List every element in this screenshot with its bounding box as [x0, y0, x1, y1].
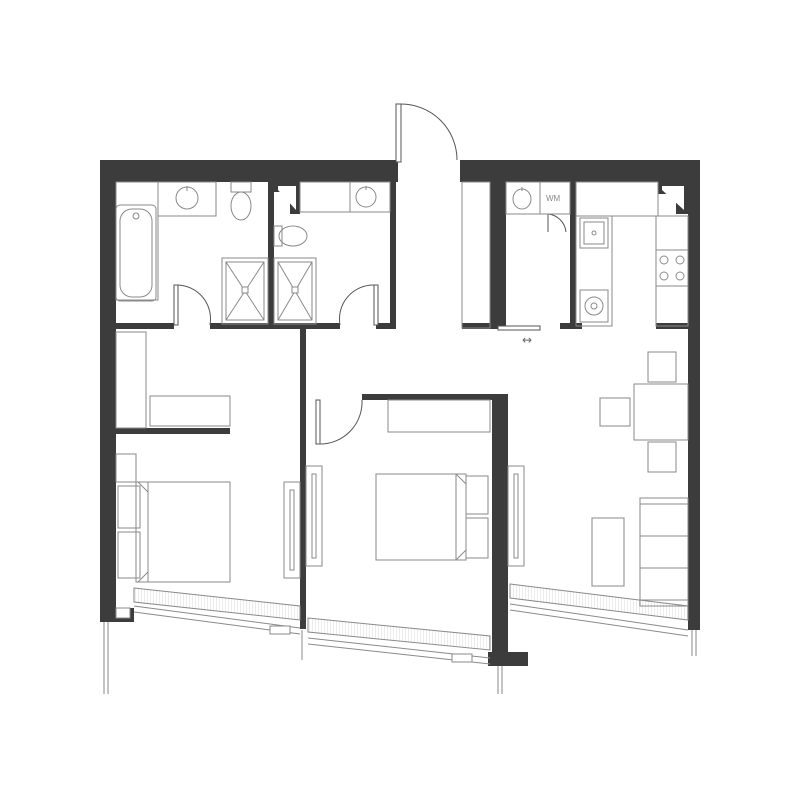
toilet-2-tank [273, 225, 283, 247]
bathroom-1 [115, 181, 269, 325]
pillow-1a [117, 485, 141, 529]
bed-1 [135, 481, 231, 583]
bathroom2-door [338, 284, 379, 326]
bath-bottom-wall-b [210, 323, 340, 329]
pillow-2a [465, 475, 489, 515]
kitchen-sink-icon [579, 217, 609, 249]
dishwasher [579, 289, 609, 323]
wardrobe-vertical [115, 331, 147, 429]
bedroom-1 [115, 331, 301, 583]
laundry-sink-icon [512, 188, 532, 210]
sofa [639, 497, 689, 607]
storage-bottom-wall-b [560, 323, 582, 329]
kitchen [575, 181, 689, 327]
storage-bottom-wall-a [462, 323, 498, 329]
wardrobe-wall [116, 428, 230, 434]
bed-2 [375, 473, 467, 561]
bath-bottom-wall-c [376, 323, 396, 329]
pillow-1b [117, 531, 141, 579]
toilet-2-icon [278, 225, 308, 247]
doors: ↔ [173, 103, 567, 445]
bedroom2-top-wall [362, 394, 508, 400]
bath-divider-wall [268, 182, 274, 328]
dining-table [633, 383, 689, 441]
tv-unit-2 [305, 465, 323, 567]
chair-top [647, 351, 677, 383]
bath-bottom-wall-a [116, 323, 174, 329]
sill-living [509, 583, 689, 621]
bedroom2-right-wall [492, 394, 508, 660]
bedroom2-door [315, 399, 363, 445]
tv-unit-3 [507, 465, 525, 567]
laundry-door [547, 213, 567, 233]
right-wall [688, 160, 700, 630]
pillar-mid [488, 652, 528, 666]
bath2-right-wall [390, 182, 396, 328]
chair-left [599, 397, 631, 427]
top-wall-right [460, 160, 700, 182]
toilet-icon [230, 191, 252, 221]
laundry: WM [505, 181, 571, 215]
sliding-arrow-icon: ↔ [522, 333, 532, 347]
storage-sliding-door: ↔ [497, 325, 541, 347]
tub-drain-icon [132, 212, 140, 220]
dishwasher-icon [584, 296, 604, 316]
shaft-kitchen-inner [662, 186, 684, 210]
shaft-bath-inner [278, 186, 296, 210]
storage-divider-wall [490, 182, 506, 328]
bathroom1-door [173, 284, 212, 326]
living-room [507, 351, 689, 607]
toilet-tank [230, 181, 252, 193]
bedroom-divider-wall [300, 329, 306, 629]
bathroom-2 [273, 181, 391, 325]
storage-wardrobe-top [461, 181, 491, 329]
nightstand-top [115, 453, 137, 483]
laundry-kitchen-wall [570, 182, 576, 328]
left-wall [100, 160, 116, 610]
washer [539, 181, 571, 215]
burner-icon [659, 255, 669, 265]
wardrobe-horizontal [149, 395, 231, 427]
shower-2 [273, 257, 317, 325]
pillow-2b [465, 517, 489, 559]
coffee-table [591, 517, 625, 587]
wardrobe-bedroom2 [387, 399, 491, 433]
bedroom-2 [305, 399, 491, 567]
window-sills [115, 583, 689, 665]
chair-bottom [647, 441, 677, 473]
sill-bedroom1 [133, 587, 301, 621]
cooktop [655, 249, 689, 287]
tv-unit-1 [283, 481, 301, 579]
shower-1 [221, 257, 269, 325]
washer-label: WM [546, 194, 561, 203]
bathtub [115, 204, 157, 302]
top-wall-left [100, 160, 398, 182]
entrance-door [395, 103, 458, 163]
sill-bedroom2 [307, 617, 491, 651]
